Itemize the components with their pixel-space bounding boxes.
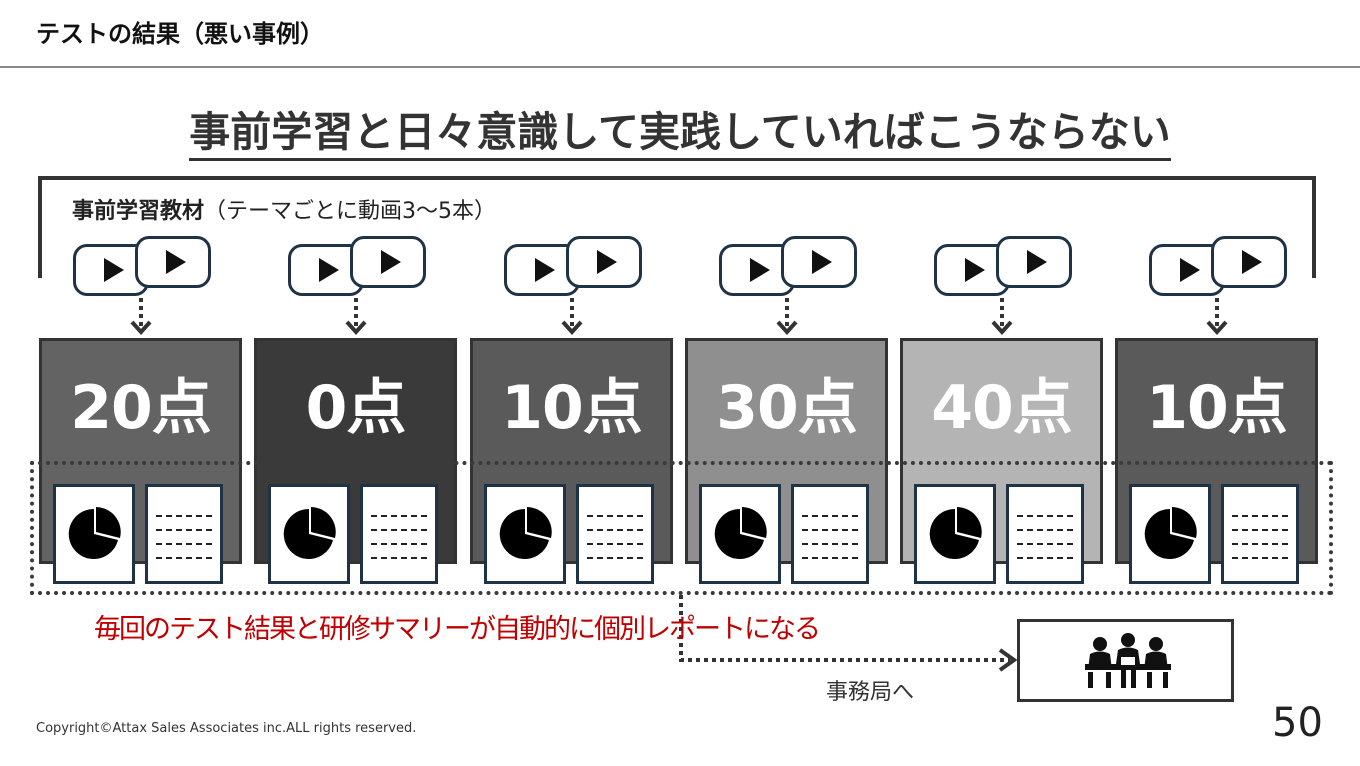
document-text-lines (587, 515, 643, 571)
slide-title: テストの結果（悪い事例） (36, 20, 324, 48)
text-document-icon (1221, 484, 1299, 584)
video-flow-arrowhead (1206, 320, 1228, 335)
copyright: Copyright©Attax Sales Associates inc.ALL… (36, 721, 417, 736)
office-box (1017, 619, 1234, 702)
materials-label-rest: （テーマごとに動画3～5本） (204, 199, 497, 224)
play-triangle-icon (104, 258, 124, 282)
score-value: 10点 (501, 373, 643, 443)
materials-frame (38, 176, 1316, 278)
play-triangle-icon (166, 250, 186, 274)
video-flow-arrowhead (130, 320, 152, 335)
text-document-icon (576, 484, 654, 584)
play-button-icon[interactable] (566, 236, 642, 288)
document-text-lines (1232, 515, 1288, 571)
pie-chart-icon (1144, 507, 1197, 559)
materials-label-bold: 事前学習教材 (72, 199, 205, 224)
document-text-lines (371, 515, 427, 571)
pie-chart-icon (499, 507, 552, 559)
play-triangle-icon (319, 258, 339, 282)
text-document-icon (1006, 484, 1084, 584)
video-flow-arrowhead (561, 320, 583, 335)
play-triangle-icon (1027, 250, 1047, 274)
play-triangle-icon (965, 258, 985, 282)
document-text-lines (156, 515, 212, 571)
report-dotted-frame (30, 461, 1333, 595)
pie-chart-document-icon (268, 484, 350, 584)
play-triangle-icon (597, 250, 617, 274)
pie-chart-document-icon (484, 484, 566, 584)
play-triangle-icon (1242, 250, 1262, 274)
pie-chart-document-icon (1129, 484, 1211, 584)
pie-chart-document-icon (53, 484, 135, 584)
materials-label: 事前学習教材（テーマごとに動画3～5本） (72, 193, 496, 225)
score-value: 10点 (1146, 373, 1288, 443)
video-flow-arrowhead (991, 320, 1013, 335)
score-value: 0点 (305, 373, 407, 443)
meeting-people-icon (1085, 633, 1171, 688)
text-document-icon (791, 484, 869, 584)
play-button-icon[interactable] (350, 236, 426, 288)
play-button-icon[interactable] (781, 236, 857, 288)
video-flow-arrowhead (345, 320, 367, 335)
document-text-lines (802, 515, 858, 571)
pie-chart-icon (714, 507, 767, 559)
play-triangle-icon (535, 258, 555, 282)
play-triangle-icon (381, 250, 401, 274)
headline-text: 事前学習と日々意識して実践していればこうならない (189, 108, 1171, 161)
play-triangle-icon (812, 250, 832, 274)
pie-chart-document-icon (914, 484, 996, 584)
video-flow-arrowhead (776, 320, 798, 335)
document-text-lines (1017, 515, 1073, 571)
score-value: 30点 (716, 373, 858, 443)
play-button-icon[interactable] (135, 236, 211, 288)
pie-chart-icon (68, 507, 121, 559)
header-divider (0, 66, 1360, 68)
report-note: 毎回のテスト結果と研修サマリーが自動的に個別レポートになる (94, 614, 821, 645)
play-button-icon[interactable] (996, 236, 1072, 288)
office-flow-arrowhead (998, 648, 1018, 672)
play-triangle-icon (1180, 258, 1200, 282)
page-number: 50 (1272, 700, 1323, 746)
pie-chart-icon (929, 507, 982, 559)
score-value: 40点 (931, 373, 1073, 443)
office-flow-line (679, 595, 1010, 662)
score-value: 20点 (70, 373, 212, 443)
pie-chart-document-icon (699, 484, 781, 584)
headline: 事前学習と日々意識して実践していればこうならない (0, 98, 1360, 161)
pie-chart-icon (283, 507, 336, 559)
office-label: 事務局へ (826, 680, 915, 705)
text-document-icon (360, 484, 438, 584)
play-button-icon[interactable] (1211, 236, 1287, 288)
text-document-icon (145, 484, 223, 584)
play-triangle-icon (750, 258, 770, 282)
